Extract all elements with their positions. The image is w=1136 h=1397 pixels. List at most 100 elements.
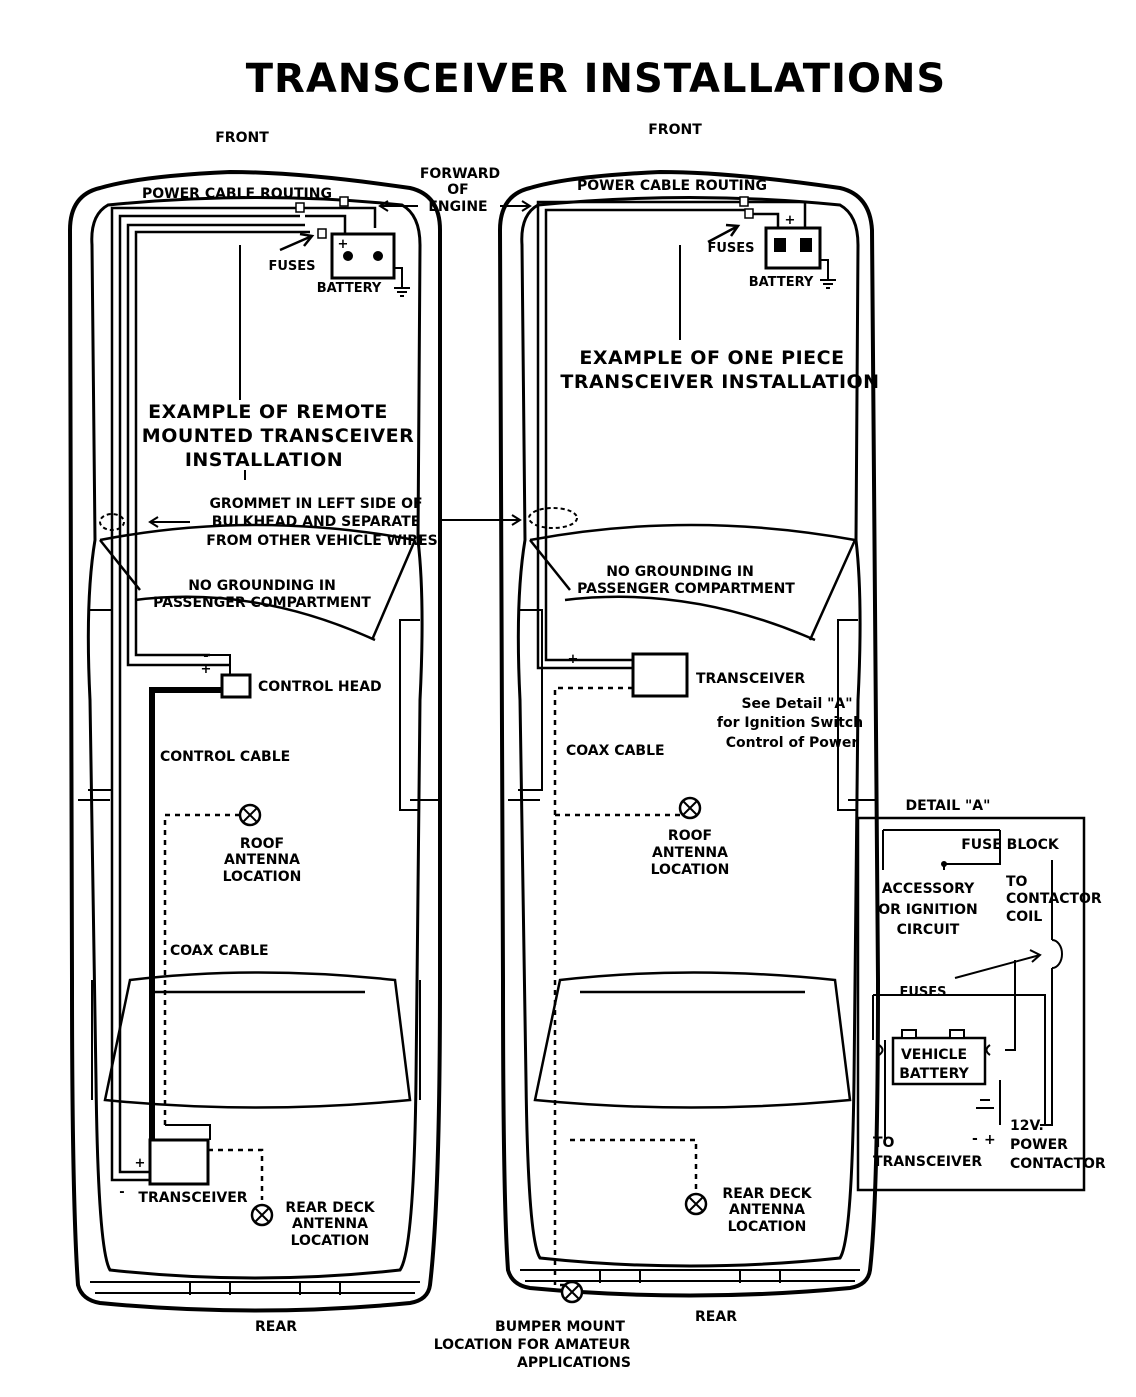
left-transceiver-plus: + — [135, 1156, 146, 1171]
left-transceiver — [148, 1138, 210, 1186]
grommet-arrows — [148, 514, 522, 528]
right-rear-deck-1: REAR DECK — [722, 1186, 812, 1202]
right-battery-label: BATTERY — [749, 275, 814, 290]
right-roof-antenna-1: ROOF — [668, 828, 712, 844]
left-control-cable-label: CONTROL CABLE — [160, 749, 290, 765]
detail-a-plus: + — [984, 1132, 996, 1148]
right-fuse-lead — [745, 200, 807, 232]
detail-a-battery-post — [901, 1029, 917, 1039]
detail-a-power-contactor-2: POWER — [1010, 1137, 1068, 1153]
right-power-cable-label: POWER CABLE ROUTING — [577, 178, 767, 194]
left-power-cable-label: POWER CABLE ROUTING — [142, 186, 332, 202]
right-roof-antenna-3: LOCATION — [651, 862, 730, 878]
right-rear-deck-3: LOCATION — [728, 1219, 807, 1235]
page-title: TRANSCEIVER INSTALLATIONS — [246, 56, 947, 102]
detail-a-contactor-coil — [1051, 939, 1063, 969]
left-no-grounding-1: NO GROUNDING IN — [188, 578, 336, 594]
right-fuses-arrow — [707, 223, 741, 244]
bumper-mount-2: LOCATION FOR AMATEUR — [434, 1337, 631, 1353]
right-car-bumper — [520, 1269, 860, 1283]
right-transceiver-label: TRANSCEIVER — [696, 671, 805, 687]
right-front-label: FRONT — [648, 122, 702, 138]
left-fuse — [295, 202, 305, 213]
left-front-label: FRONT — [215, 130, 269, 146]
detail-a-accessory-2: OR IGNITION — [878, 902, 978, 918]
right-fuses-label: FUSES — [707, 241, 754, 256]
left-battery-label: BATTERY — [317, 281, 382, 296]
left-plus-label: + — [201, 662, 212, 677]
left-heading-line-2: MOUNTED TRANSCEIVER — [142, 425, 414, 447]
detail-a-to-contactor-2: CONTACTOR — [1006, 891, 1102, 907]
bumper-mount-1: BUMPER MOUNT — [495, 1319, 625, 1335]
left-minus-label: - — [203, 649, 208, 664]
left-transceiver-minus: - — [119, 1185, 124, 1200]
detail-a-panel — [856, 816, 1086, 1192]
detail-a-fuses: FUSES — [899, 985, 946, 1000]
right-battery-plus: + — [785, 213, 796, 228]
detail-a-to-transceiver-2: TRANSCEIVER — [873, 1154, 982, 1170]
left-rear-deck-3: LOCATION — [291, 1233, 370, 1249]
right-heading-line-1: EXAMPLE OF ONE PIECE — [579, 347, 844, 369]
grommet-note-2: BULKHEAD AND SEPARATE — [212, 514, 421, 530]
left-coax-cable — [163, 813, 264, 1200]
right-rear-deck-2: ANTENNA — [729, 1202, 805, 1218]
detail-a-wiring — [872, 829, 1053, 1140]
right-rear-deck-antenna-icon — [684, 1192, 708, 1216]
right-roof-antenna-icon — [678, 796, 702, 820]
left-roof-antenna-1: ROOF — [240, 836, 284, 852]
left-battery-terminal — [343, 251, 353, 261]
grommet-note-3: FROM OTHER VEHICLE WIRES — [206, 533, 437, 549]
detail-a-vehicle-battery-2: BATTERY — [899, 1066, 969, 1082]
left-car-hood-lines — [239, 245, 246, 480]
left-heading-line-1: EXAMPLE OF REMOTE — [148, 401, 388, 423]
right-coax-cable-label: COAX CABLE — [566, 743, 665, 759]
right-plus-label: + — [568, 652, 579, 667]
forward-of-engine-1: FORWARD — [420, 166, 500, 182]
detail-a-power-contactor-1: 12V. — [1010, 1118, 1044, 1134]
forward-of-engine-2: OF — [447, 182, 468, 198]
detail-a-frame — [856, 816, 1086, 1192]
right-rear-label: REAR — [695, 1309, 737, 1325]
bumper-mount-antenna-icon — [560, 1280, 584, 1304]
left-rear-deck-1: REAR DECK — [285, 1200, 375, 1216]
right-see-detail-3: Control of Power — [726, 735, 859, 751]
left-rear-label: REAR — [255, 1319, 297, 1335]
left-coax-cable-label: COAX CABLE — [170, 943, 269, 959]
right-transceiver — [631, 652, 689, 698]
left-power-cable — [110, 206, 310, 1182]
left-ground-symbol — [394, 267, 410, 297]
left-roof-antenna-3: LOCATION — [223, 869, 302, 885]
contactor-arrow — [954, 949, 1042, 979]
forward-of-engine-3: ENGINE — [428, 199, 487, 215]
left-heading-line-3: INSTALLATION — [185, 449, 343, 471]
left-grommet — [99, 513, 125, 531]
detail-a-to-contactor-3: COIL — [1006, 909, 1042, 925]
left-battery-plus: + — [338, 237, 349, 252]
left-rear-deck-2: ANTENNA — [292, 1216, 368, 1232]
left-transceiver-label: TRANSCEIVER — [138, 1190, 247, 1206]
detail-a-vehicle-battery — [891, 1036, 987, 1086]
left-fuses-label: FUSES — [268, 259, 315, 274]
left-control-head — [220, 673, 252, 699]
detail-a-vehicle-battery-1: VEHICLE — [901, 1047, 967, 1063]
left-fuses-arrow — [279, 232, 315, 252]
left-control-head-feed — [136, 654, 231, 675]
right-battery-terminal — [774, 238, 786, 252]
left-roof-antenna-2: ANTENNA — [224, 852, 300, 868]
left-roof-antenna-icon — [238, 803, 262, 827]
detail-a-fuse-symbols — [878, 1044, 991, 1056]
left-car — [67, 169, 442, 1313]
right-fuse — [744, 208, 754, 219]
right-battery-terminal — [800, 238, 812, 252]
left-car-bumper — [90, 1281, 420, 1295]
left-car-rear-window — [103, 971, 412, 1109]
left-control-head-label: CONTROL HEAD — [258, 679, 382, 695]
detail-a-junction — [941, 861, 947, 867]
detail-a-to-contactor-1: TO — [1006, 874, 1028, 890]
detail-a-to-transceiver-1: TO — [873, 1135, 895, 1151]
right-power-cable — [536, 200, 745, 670]
detail-a-accessory-3: CIRCUIT — [897, 922, 960, 938]
right-coax-cable — [553, 686, 698, 1287]
